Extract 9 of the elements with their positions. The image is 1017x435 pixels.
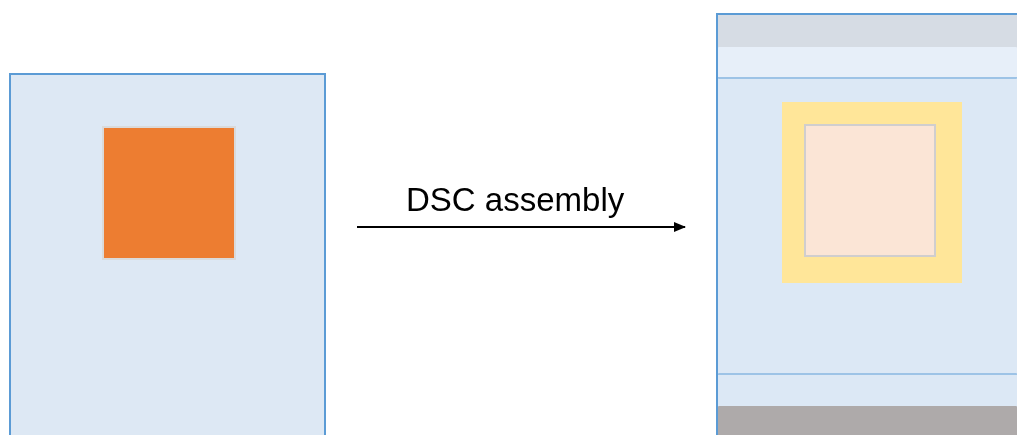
top-band bbox=[718, 15, 1017, 49]
bottom-band bbox=[718, 406, 1017, 435]
square bbox=[804, 124, 936, 257]
panel bbox=[9, 73, 326, 435]
square bbox=[102, 126, 236, 260]
panel bbox=[716, 13, 1017, 435]
arrow bbox=[356, 222, 686, 232]
square bbox=[782, 102, 962, 283]
header-band bbox=[718, 47, 1017, 79]
